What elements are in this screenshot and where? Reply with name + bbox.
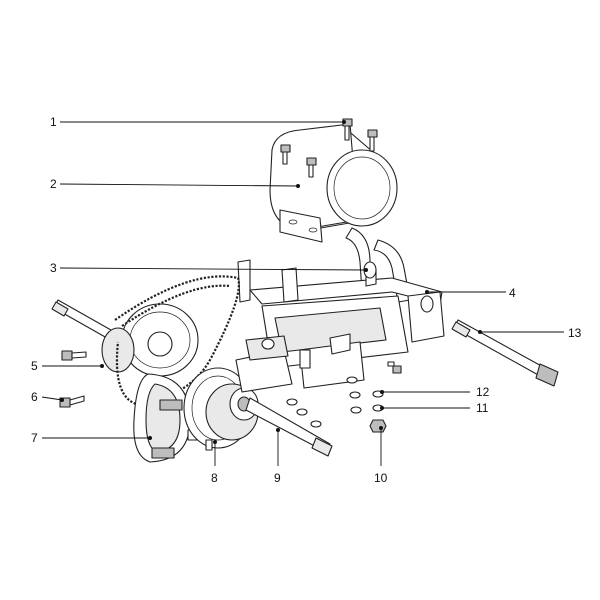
brake-disc-hub <box>183 335 333 457</box>
clutch-drum <box>133 373 199 463</box>
callout-9: 9 <box>274 471 281 485</box>
callout-8: 8 <box>211 471 218 485</box>
washers-nuts <box>286 361 402 433</box>
callout-2: 2 <box>50 177 57 191</box>
frame <box>237 227 445 389</box>
callout-12: 12 <box>476 385 490 399</box>
callout-4: 4 <box>509 286 516 300</box>
axle-bolt <box>451 319 559 387</box>
leader-lines <box>41 120 564 466</box>
muffler-tank <box>269 123 398 243</box>
bolts-left <box>59 350 87 408</box>
callout-7: 7 <box>31 431 38 445</box>
callout-6: 6 <box>31 390 38 404</box>
bolts-top <box>280 118 378 178</box>
callout-3: 3 <box>50 261 57 275</box>
callout-13: 13 <box>568 326 582 340</box>
callout-1: 1 <box>50 115 57 129</box>
callout-5: 5 <box>31 359 38 373</box>
callout-10: 10 <box>374 471 388 485</box>
callout-11: 11 <box>476 401 489 415</box>
callout-labels: 1 2 3 4 5 6 7 8 9 10 11 12 13 <box>31 115 582 485</box>
sprocket-assembly <box>101 275 240 407</box>
